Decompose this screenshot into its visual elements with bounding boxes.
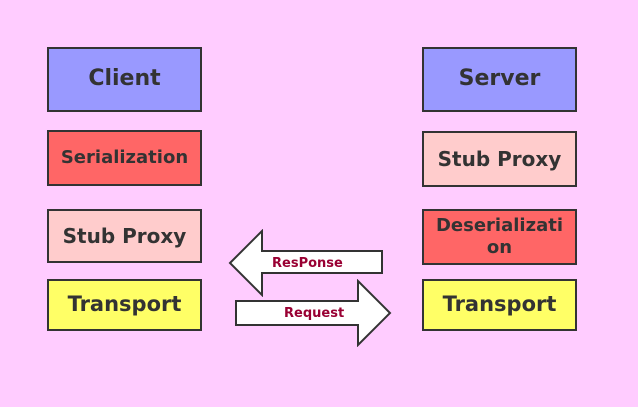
request-arrow-icon bbox=[235, 279, 392, 347]
deserialization-label: Deserialization bbox=[435, 215, 563, 258]
server-transport-label: Transport bbox=[442, 292, 557, 317]
client-stub-proxy-box: Stub Proxy bbox=[47, 209, 202, 263]
response-label: ResPonse bbox=[272, 256, 343, 271]
server-box: Server bbox=[422, 47, 577, 112]
client-transport-box: Transport bbox=[47, 279, 202, 331]
client-stub-proxy-label: Stub Proxy bbox=[62, 224, 187, 248]
response-arrow-icon bbox=[228, 229, 383, 297]
client-label: Client bbox=[88, 66, 161, 92]
server-transport-box: Transport bbox=[422, 279, 577, 331]
deserialization-box: Deserialization bbox=[422, 209, 577, 265]
server-label: Server bbox=[458, 66, 541, 92]
request-label: Request bbox=[284, 306, 345, 321]
client-transport-label: Transport bbox=[67, 292, 182, 317]
server-stub-proxy-box: Stub Proxy bbox=[422, 131, 577, 187]
server-stub-proxy-label: Stub Proxy bbox=[437, 147, 562, 171]
client-box: Client bbox=[47, 47, 202, 112]
serialization-label: Serialization bbox=[60, 147, 189, 169]
serialization-box: Serialization bbox=[47, 130, 202, 186]
